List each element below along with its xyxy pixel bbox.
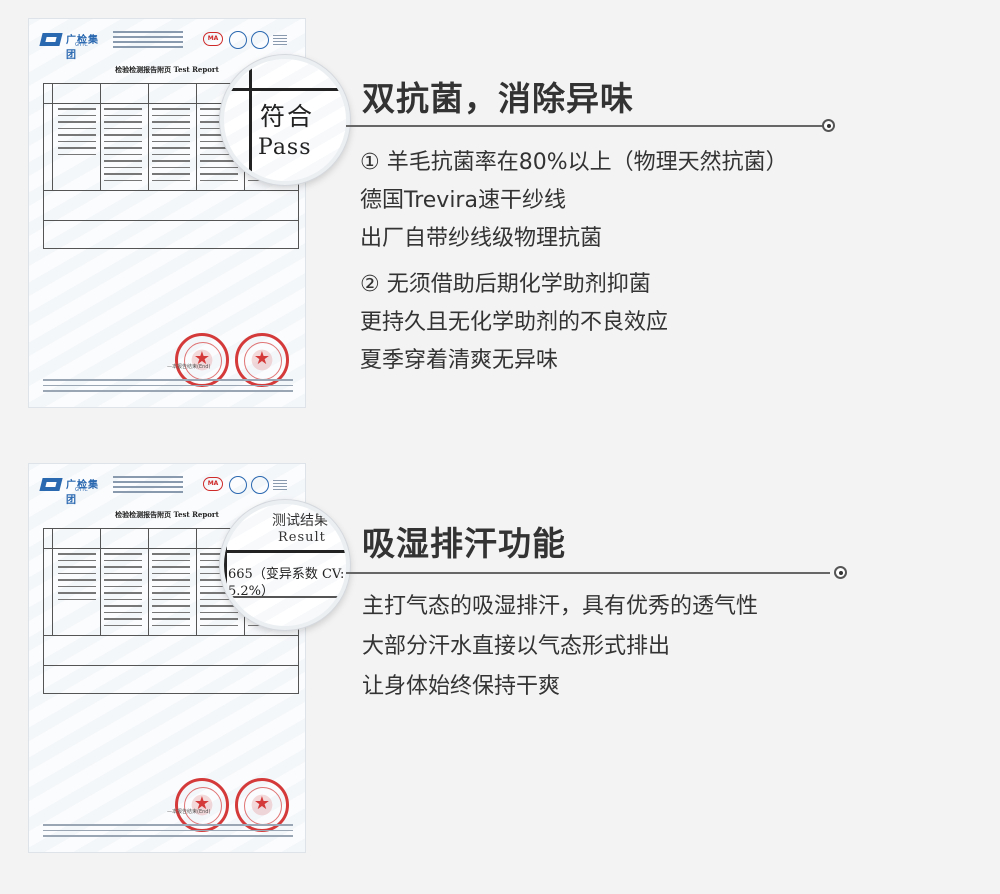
report-title: 检验检测报告附页 Test Report <box>115 65 219 74</box>
lens-result-cv: 5.2%） <box>228 584 275 599</box>
report-header: 广检集团 GTTC MA <box>39 474 295 506</box>
report-footer <box>43 379 293 396</box>
gttc-logo: 广检集团 GTTC <box>39 476 105 506</box>
antibacterial-section: 广检集团 GTTC MA 检验检测报告附页 Test Report <box>0 0 1000 430</box>
ilac-mark-icon <box>229 476 247 494</box>
lens-result-en: Pass <box>258 135 312 160</box>
certification-marks: MA <box>203 476 289 496</box>
moisture-wicking-section: 广检集团 GTTC MA 检验检测报告附页 Test Report <box>0 445 1000 894</box>
section-heading: 吸湿排汗功能 <box>362 524 566 563</box>
cma-mark-icon: MA <box>203 477 223 491</box>
cnas-mark-icon <box>251 476 269 494</box>
feature-paragraph-1: ① 羊毛抗菌率在80%以上（物理天然抗菌） 德国Trevira速干纱线 出厂自带… <box>360 150 788 251</box>
heading-divider <box>346 125 830 127</box>
ilac-mark-icon <box>229 31 247 49</box>
lens-result-cn: 符合 <box>260 102 315 131</box>
report-header: 广检集团 GTTC MA <box>39 29 295 61</box>
red-seal-stamp: ★ <box>235 333 289 387</box>
cnas-mark-icon <box>251 31 269 49</box>
gttc-logo: 广检集团 GTTC <box>39 31 105 61</box>
cma-mark-icon: MA <box>203 32 223 46</box>
feature-paragraph: 主打气态的吸湿排汗，具有优秀的透气性 大部分汗水直接以气态形式排出 让身体始终保… <box>362 594 759 699</box>
feature-paragraph-2: ② 无须借助后期化学助剂抑菌 更持久且无化学助剂的不良效应 夏季穿着清爽无异味 <box>360 272 669 373</box>
magnifier-lens: 符合 Pass <box>220 55 350 185</box>
report-address <box>113 476 183 496</box>
lens-result-value: 665（变异系数 CV: <box>228 567 345 582</box>
magnifier-lens: 测试结果 Result 665（变异系数 CV: 5.2%） <box>220 500 350 630</box>
heading-divider <box>346 572 830 574</box>
certification-marks: MA <box>203 31 289 51</box>
divider-dot-icon <box>822 119 835 132</box>
report-end-note: —本报告结束(End) <box>167 809 211 815</box>
report-footer <box>43 824 293 841</box>
lens-result-cn: 测试结果 <box>272 513 328 529</box>
report-title: 检验检测报告附页 Test Report <box>115 510 219 519</box>
section-heading: 双抗菌，消除异味 <box>362 79 634 118</box>
lens-result-en: Result <box>278 530 326 545</box>
report-table <box>43 83 299 249</box>
report-end-note: —本报告结束(End) <box>167 364 211 370</box>
report-address <box>113 31 183 51</box>
divider-dot-icon <box>834 566 847 579</box>
